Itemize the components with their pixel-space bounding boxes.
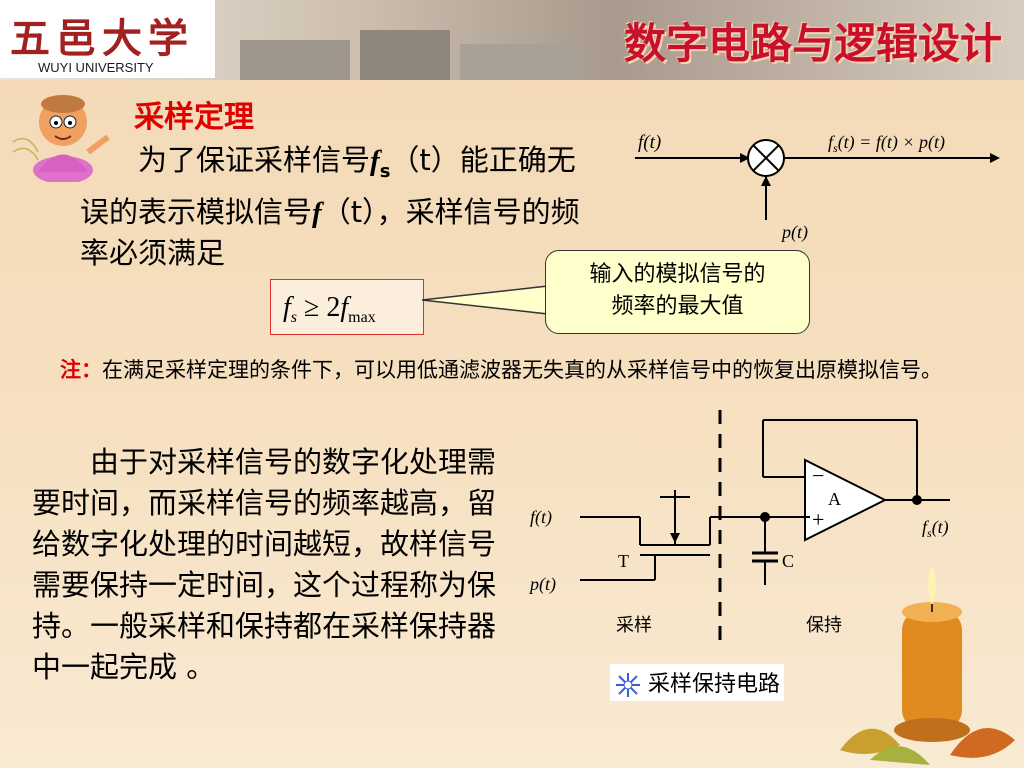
intro-fs-sub: s [379,160,391,182]
callout-line-2: 频率的最大值 [611,294,744,319]
professor-cartoon-icon [12,95,110,182]
logo-chinese: 五邑大学 [10,15,194,62]
intro-text-2: 能正确无误的表示模拟信号 [80,143,576,229]
capacitor-label: C [782,551,794,571]
hold-paragraph-text: 由于对采样信号的数字化处理需要时间，而采样信号的频率越高，留给数字化处理的时间越… [32,445,497,684]
circuit-caption-text: 采样保持电路 [648,672,781,697]
multiplier-bottom-label: p(t) [780,222,808,243]
note-label: 注： [60,358,102,382]
amp-label: A [828,489,841,509]
intro-text-1: 为了保证采样信号 [138,143,371,177]
svg-text:−: − [812,463,824,488]
section-heading: 采样定理 [134,100,254,135]
intro-t-2: （t） [321,194,377,229]
formula-box: fs ≥ 2fmax [270,279,424,335]
multiplier-diagram: f(t) fs(t) = f(t) × p(t) p(t) [635,132,1000,243]
header-banner: 五邑大学 WUYI UNIVERSITY 数字电路与逻辑设计 [0,0,1024,80]
logo-english: WUYI UNIVERSITY [38,60,154,75]
snowflake-icon [616,673,640,697]
callout-line-1: 输入的模拟信号的 [589,262,766,287]
note: 注：在满足采样定理的条件下，可以用低通滤波器无失真的从采样信号中的恢复出原模拟信… [60,356,990,385]
intro-fs: f [370,145,380,177]
note-text: 在满足采样定理的条件下，可以用低通滤波器无失真的从采样信号中的恢复出原模拟信号。 [102,358,942,382]
hold-label: 保持 [806,615,842,635]
svg-text:+: + [812,507,824,532]
course-title: 数字电路与逻辑设计 [623,19,1002,68]
circuit-pulse-label: p(t) [528,574,556,595]
sample-label: 采样 [616,615,652,635]
callout-bubble: 输入的模拟信号的 频率的最大值 [545,250,810,334]
multiplier-output-label: fs(t) = f(t) × p(t) [828,132,945,155]
multiplier-input-label: f(t) [638,132,661,153]
hold-paragraph: 由于对采样信号的数字化处理需要时间，而采样信号的频率越高，留给数字化处理的时间越… [32,442,512,688]
university-logo: 五邑大学 WUYI UNIVERSITY [0,0,215,78]
intro-paragraph: 为了保证采样信号fs（t）能正确无误的表示模拟信号f（t），采样信号的频率必须满… [80,140,585,273]
circuit-output-label: fs(t) [922,517,949,540]
callout-pointer [421,285,549,315]
circuit-caption: 采样保持电路 [610,664,785,701]
switch-label: T [618,551,629,571]
intro-t-1: （t） [390,143,460,177]
formula: fs ≥ 2fmax [283,292,376,326]
circuit-input-label: f(t) [530,507,552,528]
candle-decoration-icon [840,565,1015,765]
intro-f: f [312,196,322,229]
op-amp-symbol [804,458,888,542]
intro-text-3: ，采样信号的频率必须满足 [80,194,580,270]
sample-hold-circuit: f(t) T p(t) C − + A fs(t) 采样 [528,410,950,645]
